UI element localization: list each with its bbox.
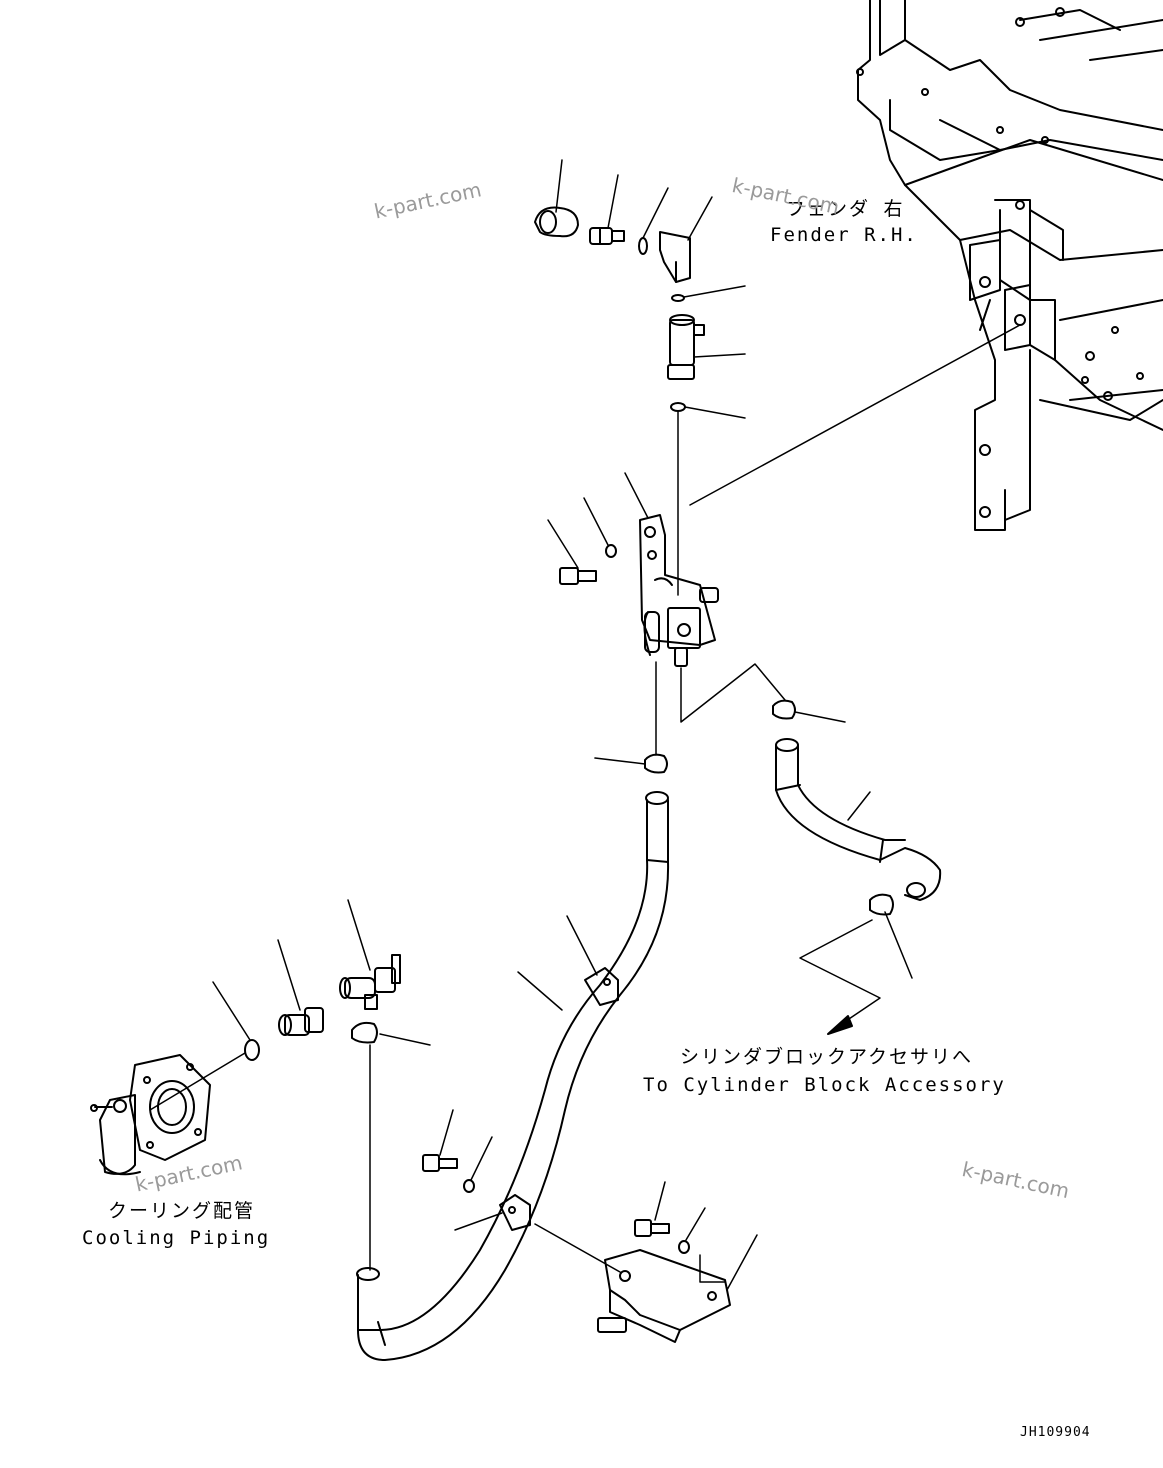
hose-clamp-right [772, 699, 846, 723]
bracket-valve-assembly [624, 472, 719, 667]
hose-clamp-left [594, 753, 668, 774]
bolt-lower-right [634, 1181, 670, 1237]
cooling-label-jp: クーリング配管 [108, 1200, 256, 1222]
fender-label-jp: フェンダ 右 [786, 198, 905, 220]
cylinder-block-arrow [799, 919, 881, 1035]
o-ring-top [638, 187, 669, 255]
bolt-lower-left [422, 1109, 458, 1172]
hose-right [775, 738, 942, 901]
washer-lower-left [463, 1136, 493, 1193]
cooling-housing [90, 1054, 211, 1176]
bolt-bracket [547, 519, 597, 585]
valve-leader-right [680, 663, 786, 723]
adapter-fitting [589, 174, 625, 245]
hose-clamp-lower [869, 893, 913, 979]
cooling-label-en: Cooling Piping [82, 1227, 271, 1249]
tee-fitting [339, 899, 401, 1010]
fender-frame [856, 0, 1163, 531]
o-ring-small [671, 285, 746, 302]
sensor-body [667, 314, 746, 380]
o-ring-lower [670, 402, 746, 596]
gasket [149, 981, 260, 1111]
washer-bracket [583, 497, 617, 558]
support-bracket [534, 1223, 758, 1343]
hose-clamp-left-lower [351, 1021, 431, 1271]
connector-fitting [277, 939, 324, 1036]
fender-label-en: Fender R.H. [770, 224, 918, 246]
hose-main [356, 791, 670, 1361]
clamp-top-part [534, 159, 579, 238]
washer-lower-right [678, 1207, 706, 1254]
drawing-code: JH109904 [1020, 1425, 1091, 1440]
cylinder-label-jp: シリンダブロックアクセサリへ [680, 1046, 974, 1068]
frame-leader [689, 324, 1021, 506]
elbow-fitting [659, 196, 713, 283]
cylinder-label-en: To Cylinder Block Accessory [643, 1074, 1006, 1096]
